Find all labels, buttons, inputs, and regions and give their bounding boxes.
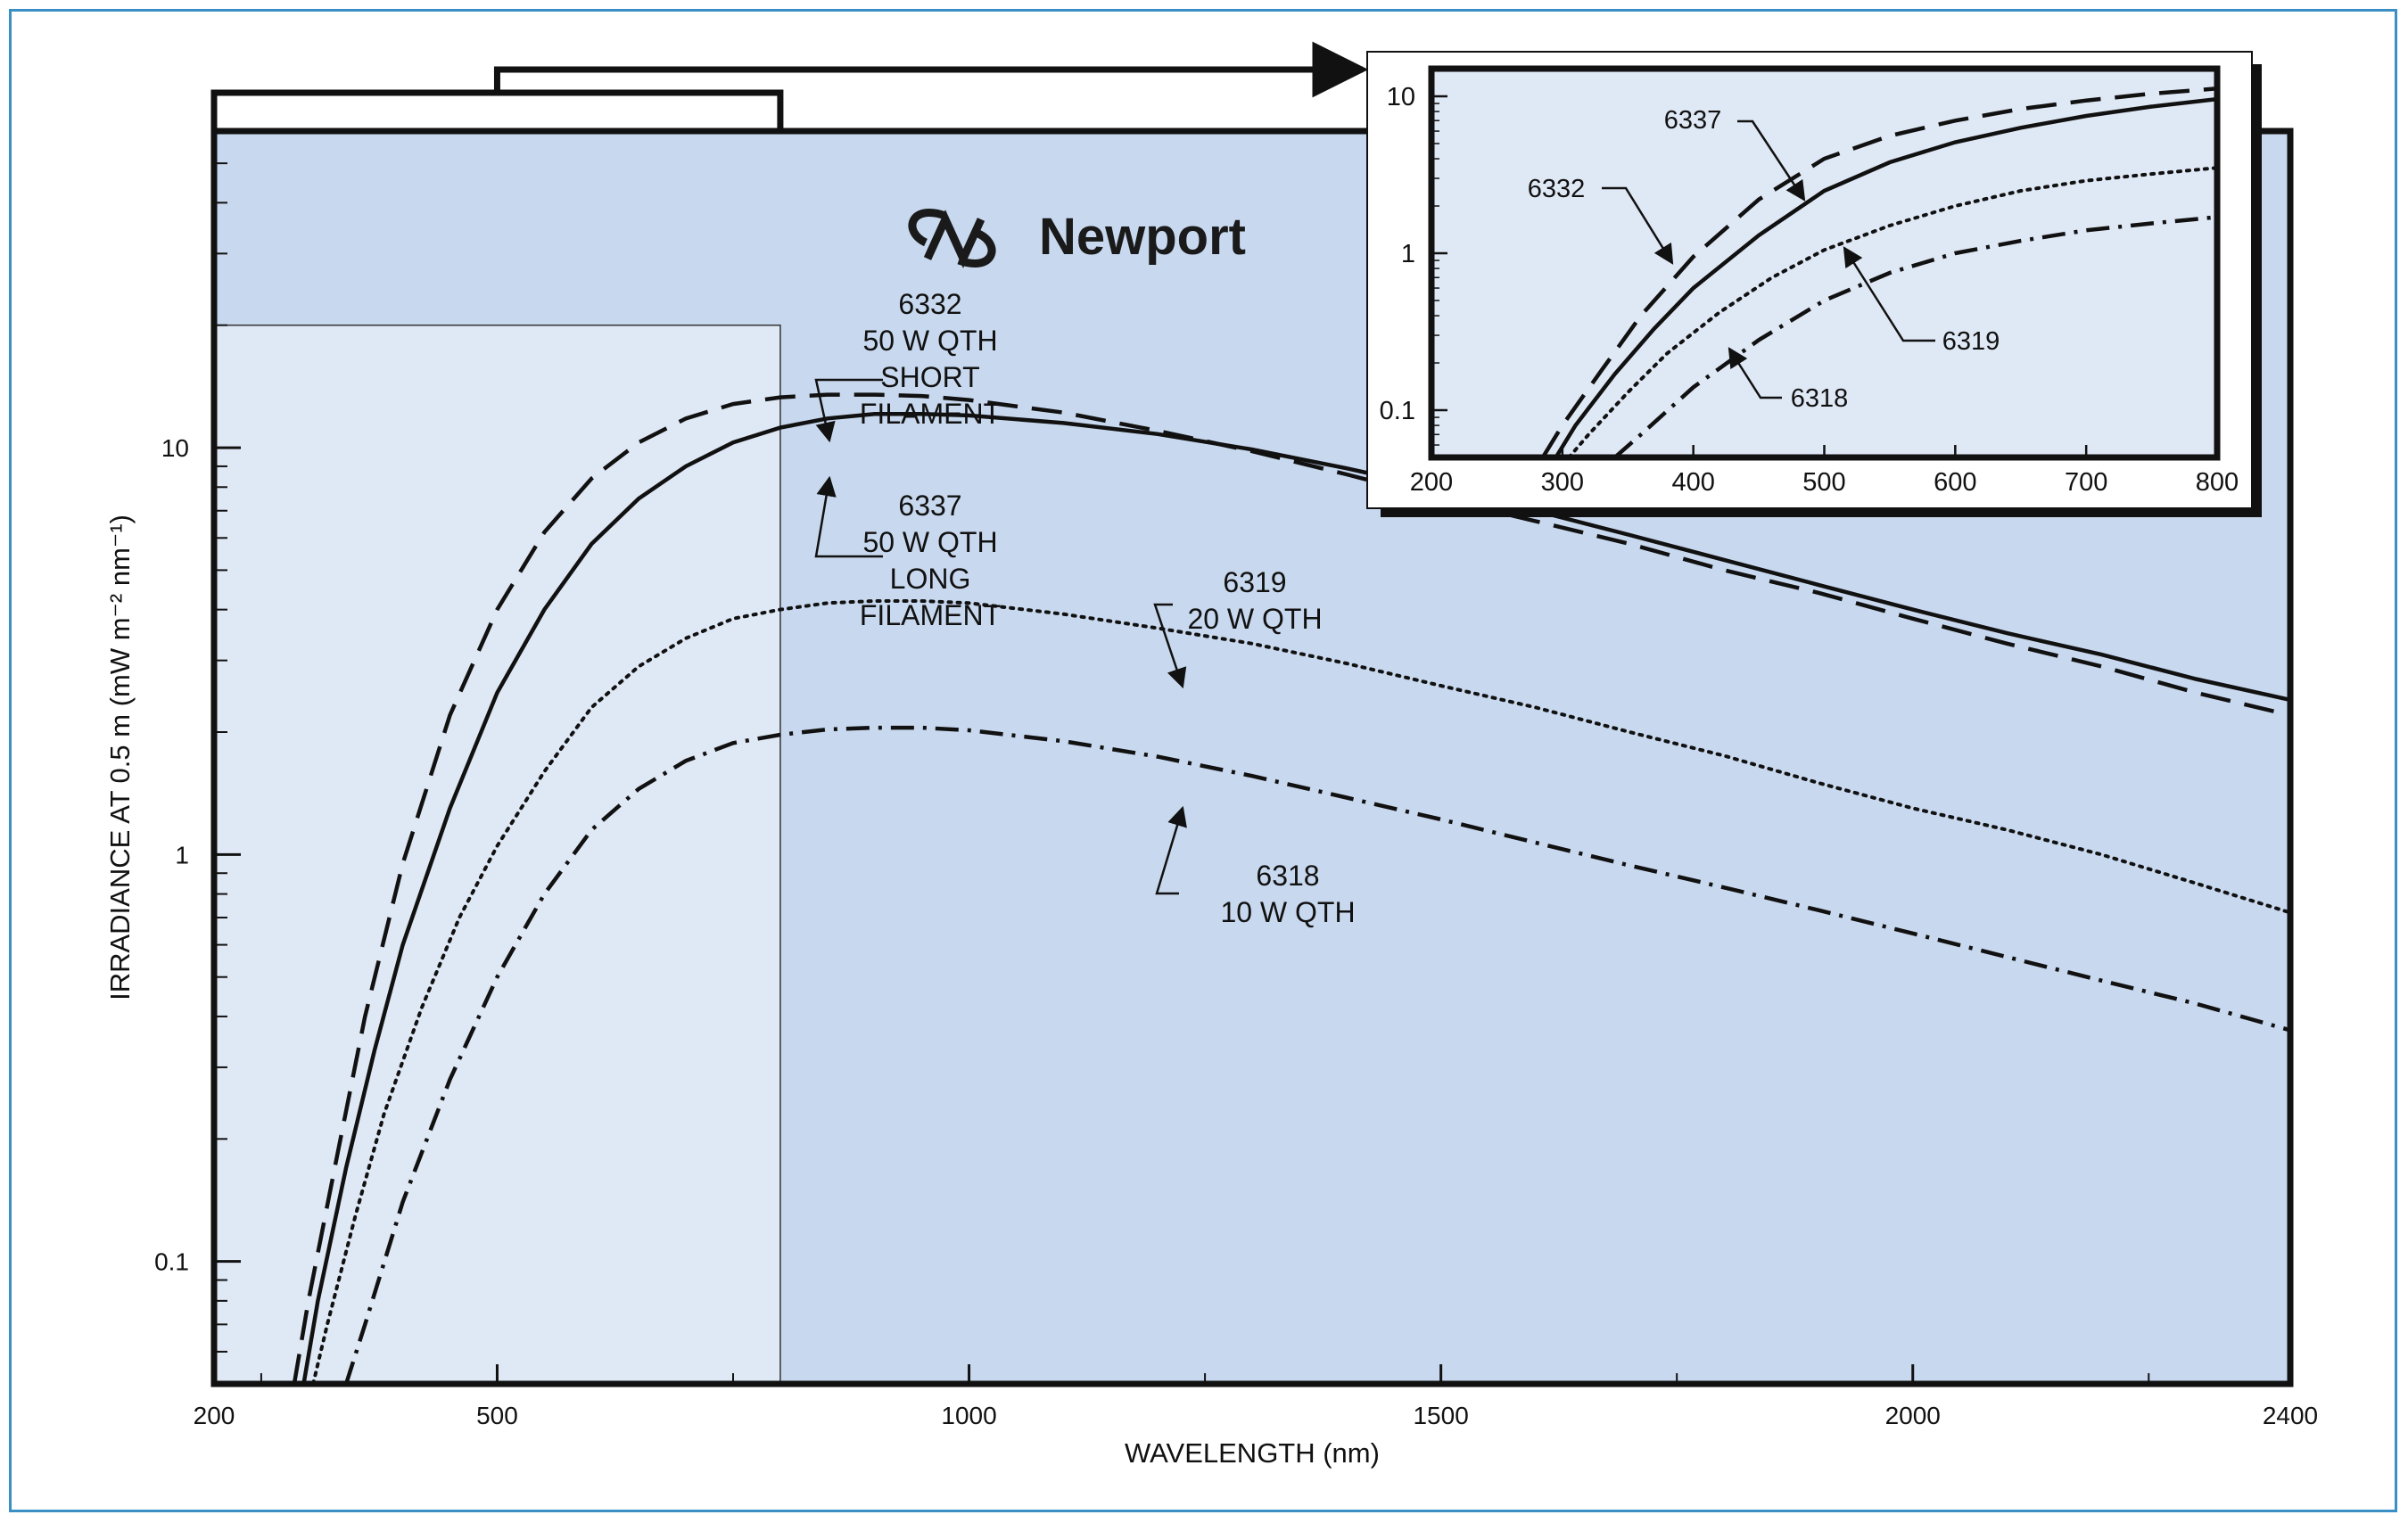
series-line-6318 [343, 725, 2291, 1385]
zoom-connector [210, 41, 1369, 131]
inset-annotation-arrow [1737, 119, 1806, 202]
annotation-line: 20 W QTH [1187, 603, 1322, 635]
zoom-connector-arrow [493, 41, 1369, 98]
inset-annotation-6332: 6332 [1528, 175, 1674, 265]
logo-wordmark: Newport [1039, 208, 1246, 266]
inset-x-tick-label: 500 [1802, 468, 1845, 497]
y-axis-title: IRRADIANCE AT 0.5 m (mW m⁻² nm⁻¹) [104, 515, 136, 1000]
annotation-arrow [1153, 603, 1187, 689]
newport-logo: Newport [908, 208, 1246, 268]
newport-emblem-icon [908, 209, 996, 268]
series-line-6337 [301, 412, 2291, 1385]
annotation-line: SHORT [880, 361, 979, 393]
inset-annotation-6318: 6318 [1728, 347, 1849, 413]
inset-x-tick-label: 400 [1671, 468, 1714, 497]
inset-annotations: 6337 6332 6319 6318 [1528, 106, 2000, 413]
inset-series-line-6319 [1567, 166, 2219, 459]
highlight-region [213, 324, 781, 1385]
inset-x-tick-label: 600 [1934, 468, 1976, 497]
inset-annotation-arrow [1602, 186, 1674, 265]
annotation-arrow [814, 475, 883, 558]
inset-series-line-6337 [1554, 96, 2218, 459]
inset-y-axis: 0.1 1 10 [1380, 83, 1447, 446]
main-x-axis: 200 500 1000 1500 2000 2400 [194, 1364, 2318, 1429]
annotation-6319: 6319 20 W QTH [1153, 566, 1323, 689]
inset-annotation-6319: 6319 [1843, 246, 2000, 356]
annotation-6337: 6337 50 W QTH LONG FILAMENT [814, 475, 1001, 631]
y-tick-label: 1 [175, 841, 189, 869]
annotation-6332: 6332 50 W QTH SHORT FILAMENT [814, 288, 1001, 443]
figure-frame [9, 9, 2397, 1512]
series-line-6319 [311, 599, 2292, 1386]
main-plot-border [210, 128, 2294, 1387]
x-tick-label: 1000 [941, 1402, 996, 1429]
annotation-line: FILAMENT [860, 398, 1001, 430]
x-tick-label: 1500 [1413, 1402, 1468, 1429]
inset-series-group [1540, 86, 2219, 459]
annotation-line: LONG [890, 563, 971, 595]
inset-plot: 200 300 400 500 600 700 800 0.1 1 10 6337 6332 631… [1366, 51, 2262, 517]
inset-y-tick-label: 1 [1401, 240, 1415, 268]
inset-x-tick-label: 800 [2196, 468, 2239, 497]
inset-annotation-label: 6318 [1791, 384, 1849, 413]
inset-annotation-arrow [1843, 246, 1935, 342]
inset-y-tick-label: 0.1 [1380, 397, 1415, 425]
annotation-line: 6318 [1256, 860, 1319, 892]
x-tick-label: 200 [194, 1402, 235, 1429]
series-line-6332 [292, 392, 2291, 1385]
annotation-6318: 6318 10 W QTH [1155, 805, 1356, 928]
inset-x-tick-label: 700 [2065, 468, 2107, 497]
annotation-line: FILAMENT [860, 599, 1001, 631]
inset-x-tick-label: 200 [1410, 468, 1453, 497]
inset-annotation-arrow [1728, 347, 1782, 399]
annotation-arrow [814, 378, 883, 443]
y-tick-label: 0.1 [154, 1248, 189, 1276]
y-tick-label: 10 [161, 434, 189, 462]
annotation-line: 10 W QTH [1220, 896, 1355, 928]
inset-annotation-label: 6319 [1942, 327, 2000, 356]
zoom-bracket [210, 89, 784, 131]
annotation-line: 6319 [1223, 566, 1286, 598]
annotation-line: 6337 [898, 490, 961, 522]
annotation-line: 50 W QTH [862, 526, 997, 558]
x-tick-label: 2000 [1885, 1402, 1941, 1429]
inset-plot-background [1431, 69, 2217, 457]
inset-annotation-label: 6337 [1664, 106, 1722, 135]
x-tick-label: 500 [476, 1402, 518, 1429]
main-annotations: 6332 50 W QTH SHORT FILAMENT 6337 50 W QTH LON… [814, 288, 1356, 928]
inset-annotation-label: 6332 [1528, 175, 1586, 203]
inset-x-axis: 200 300 400 500 600 700 800 [1410, 445, 2239, 497]
inset-series-line-6332 [1540, 86, 2218, 459]
main-series-group [292, 392, 2292, 1386]
annotation-line: 6332 [898, 288, 961, 320]
inset-x-tick-label: 300 [1541, 468, 1584, 497]
x-tick-label: 2400 [2263, 1402, 2318, 1429]
annotation-arrow [1155, 805, 1187, 895]
x-axis-title: WAVELENGTH (nm) [1125, 1437, 1380, 1469]
inset-annotation-6337: 6337 [1664, 106, 1806, 202]
inset-y-tick-label: 10 [1387, 83, 1415, 111]
inset-series-line-6318 [1613, 215, 2218, 459]
annotation-line: 50 W QTH [862, 325, 997, 357]
main-y-axis: 0.1 1 10 [154, 162, 241, 1353]
